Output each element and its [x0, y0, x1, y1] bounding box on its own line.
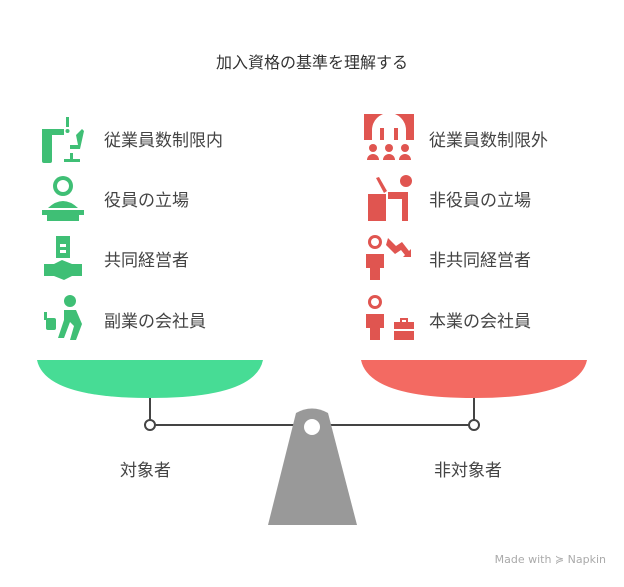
diagram-title: 加入資格の基準を理解する: [215, 53, 408, 72]
left-item: 副業の会社員: [104, 312, 206, 332]
left-item: 従業員数制限内: [104, 131, 223, 151]
desk-chair-icon: [42, 117, 84, 163]
pivot: [304, 419, 320, 435]
left-hinge: [144, 419, 156, 431]
right-item: 従業員数制限外: [429, 131, 548, 151]
left-pan: [37, 360, 263, 398]
left-item: 役員の立場: [104, 191, 189, 211]
fulcrum: [268, 408, 357, 525]
right-item: 非共同経営者: [429, 251, 531, 271]
right-label: 非対象者: [434, 461, 502, 481]
left-label: 対象者: [120, 461, 171, 481]
executive-icon: [42, 176, 84, 221]
employee-briefcase-icon: [366, 295, 414, 340]
left-item: 共同経営者: [104, 251, 189, 271]
side-job-worker-icon: [44, 295, 82, 340]
napkin-credit[interactable]: Made with ≽ Napkin: [494, 553, 606, 566]
declining-person-icon: [366, 235, 411, 280]
right-pan: [361, 360, 587, 398]
handshake-icon: [44, 236, 82, 280]
crowd-limit-icon: [364, 114, 414, 160]
right-item: 本業の会社員: [429, 312, 531, 332]
non-executive-icon: [368, 175, 412, 221]
right-item: 非役員の立場: [429, 191, 531, 211]
right-hinge: [468, 419, 480, 431]
